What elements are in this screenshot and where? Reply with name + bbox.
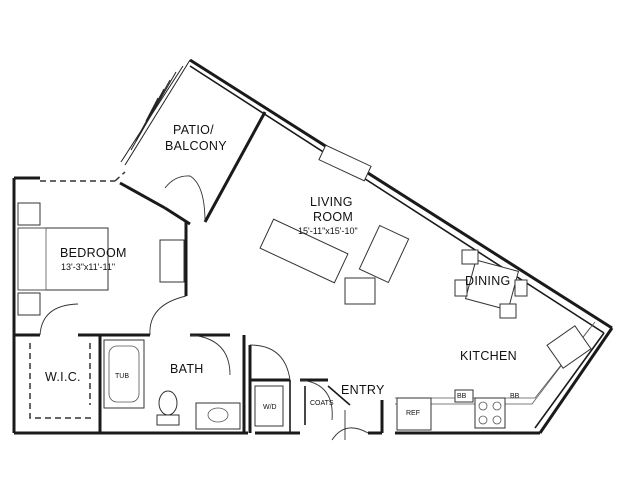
fixture-labels: TUB W/D COATS REF BB BB: [115, 373, 520, 417]
sink: [454, 389, 474, 403]
wic-label: W.I.C.: [45, 370, 81, 384]
coats-label: COATS: [310, 400, 334, 407]
ref-label: REF: [406, 410, 420, 417]
kitchen-label: KITCHEN: [460, 349, 517, 363]
loveseat: [358, 224, 410, 284]
interior-walls: [14, 333, 384, 433]
patio-label-line1: PATIO/: [173, 123, 214, 137]
dining-chair-4: [514, 279, 528, 297]
dining-chair-2: [499, 303, 517, 319]
living-label-line2: ROOM: [313, 210, 353, 224]
exterior-walls: [12, 58, 614, 435]
range: [474, 397, 506, 429]
bedroom-dimensions: 13'-3"x11'-11": [61, 262, 115, 272]
dresser: [159, 239, 185, 283]
bedroom-label: BEDROOM: [60, 246, 127, 260]
dining-label: DINING: [465, 274, 511, 288]
vanity: [195, 402, 241, 430]
patio-railing: [40, 59, 191, 182]
living-label-line1: LIVING: [310, 195, 353, 209]
dining-chair-1: [461, 249, 479, 265]
sofa: [259, 218, 349, 284]
tub-label: TUB: [115, 373, 129, 380]
coffee-table: [344, 277, 376, 305]
washer-dryer: [254, 385, 284, 427]
toilet-tank: [156, 414, 180, 426]
tv-console: [318, 144, 372, 182]
bb-label-1: BB: [457, 393, 467, 400]
toilet-bowl: [158, 390, 178, 416]
wd-label: W/D: [263, 404, 277, 411]
patio-label-line2: BALCONY: [165, 139, 227, 153]
doors: [39, 175, 369, 441]
dining-chair-3: [454, 279, 468, 297]
entry-label: ENTRY: [341, 383, 385, 397]
bed: [17, 227, 109, 291]
dining-table: [464, 259, 520, 311]
nightstand-bottom: [17, 292, 41, 316]
furniture: [17, 144, 596, 431]
room-labels: PATIO/ BALCONY LIVING ROOM 15'-11"x15'-1…: [45, 123, 517, 397]
tub: [103, 339, 145, 409]
kitchen-corner-cabinet: [546, 325, 592, 369]
bath-label: BATH: [170, 362, 204, 376]
nightstand-top: [17, 202, 41, 226]
refrigerator: [396, 397, 432, 431]
bb-label-2: BB: [510, 393, 520, 400]
living-dimensions: 15'-11"x15'-10": [298, 226, 358, 236]
